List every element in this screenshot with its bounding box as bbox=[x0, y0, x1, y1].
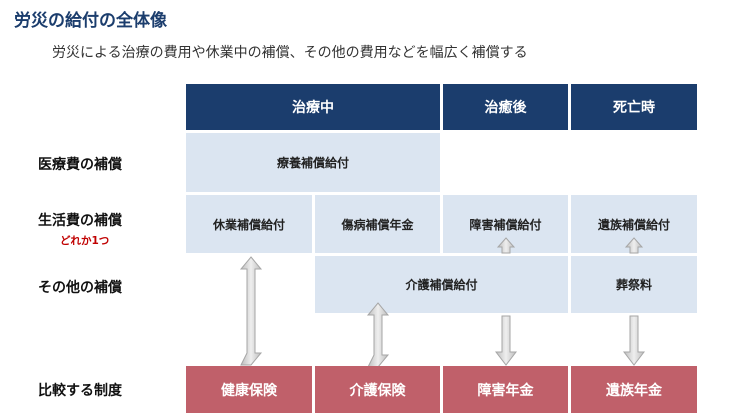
up-arrow-icon bbox=[624, 237, 644, 254]
row-note-choose-one: どれか1つ bbox=[60, 235, 110, 247]
page-title: 労災の給付の全体像 bbox=[14, 11, 167, 31]
system-survivor-pension: 遺族年金 bbox=[571, 366, 697, 413]
row-label-living: 生活費の補償 bbox=[38, 213, 122, 229]
cell-funeral-expense: 葬祭料 bbox=[571, 256, 697, 313]
down-arrow-icon bbox=[622, 315, 646, 366]
row-label-other: その他の補償 bbox=[38, 280, 122, 296]
up-arrow-icon bbox=[496, 237, 516, 254]
cell-leave-benefit: 休業補償給付 bbox=[186, 195, 312, 253]
header-after-cure: 治癒後 bbox=[443, 84, 568, 130]
cell-medical-care-benefit: 療養補償給付 bbox=[186, 133, 440, 192]
system-health-insurance: 健康保険 bbox=[186, 366, 312, 413]
double-arrow-icon bbox=[366, 302, 390, 368]
system-care-insurance: 介護保険 bbox=[315, 366, 440, 413]
page-subtitle: 労災による治療の費用や休業中の補償、その他の費用などを幅広く補償する bbox=[52, 45, 528, 61]
cell-injury-pension: 傷病補償年金 bbox=[315, 195, 440, 253]
system-disability-pension: 障害年金 bbox=[443, 366, 568, 413]
row-label-compare: 比較する制度 bbox=[38, 383, 122, 399]
row-label-medical: 医療費の補償 bbox=[38, 157, 122, 173]
down-arrow-icon bbox=[494, 315, 518, 366]
cell-nursing-benefit: 介護補償給付 bbox=[315, 256, 568, 313]
cell-disability-benefit: 障害補償給付 bbox=[443, 195, 568, 253]
header-during-treatment: 治療中 bbox=[186, 84, 440, 130]
header-at-death: 死亡時 bbox=[571, 84, 697, 130]
double-arrow-icon bbox=[239, 256, 263, 366]
